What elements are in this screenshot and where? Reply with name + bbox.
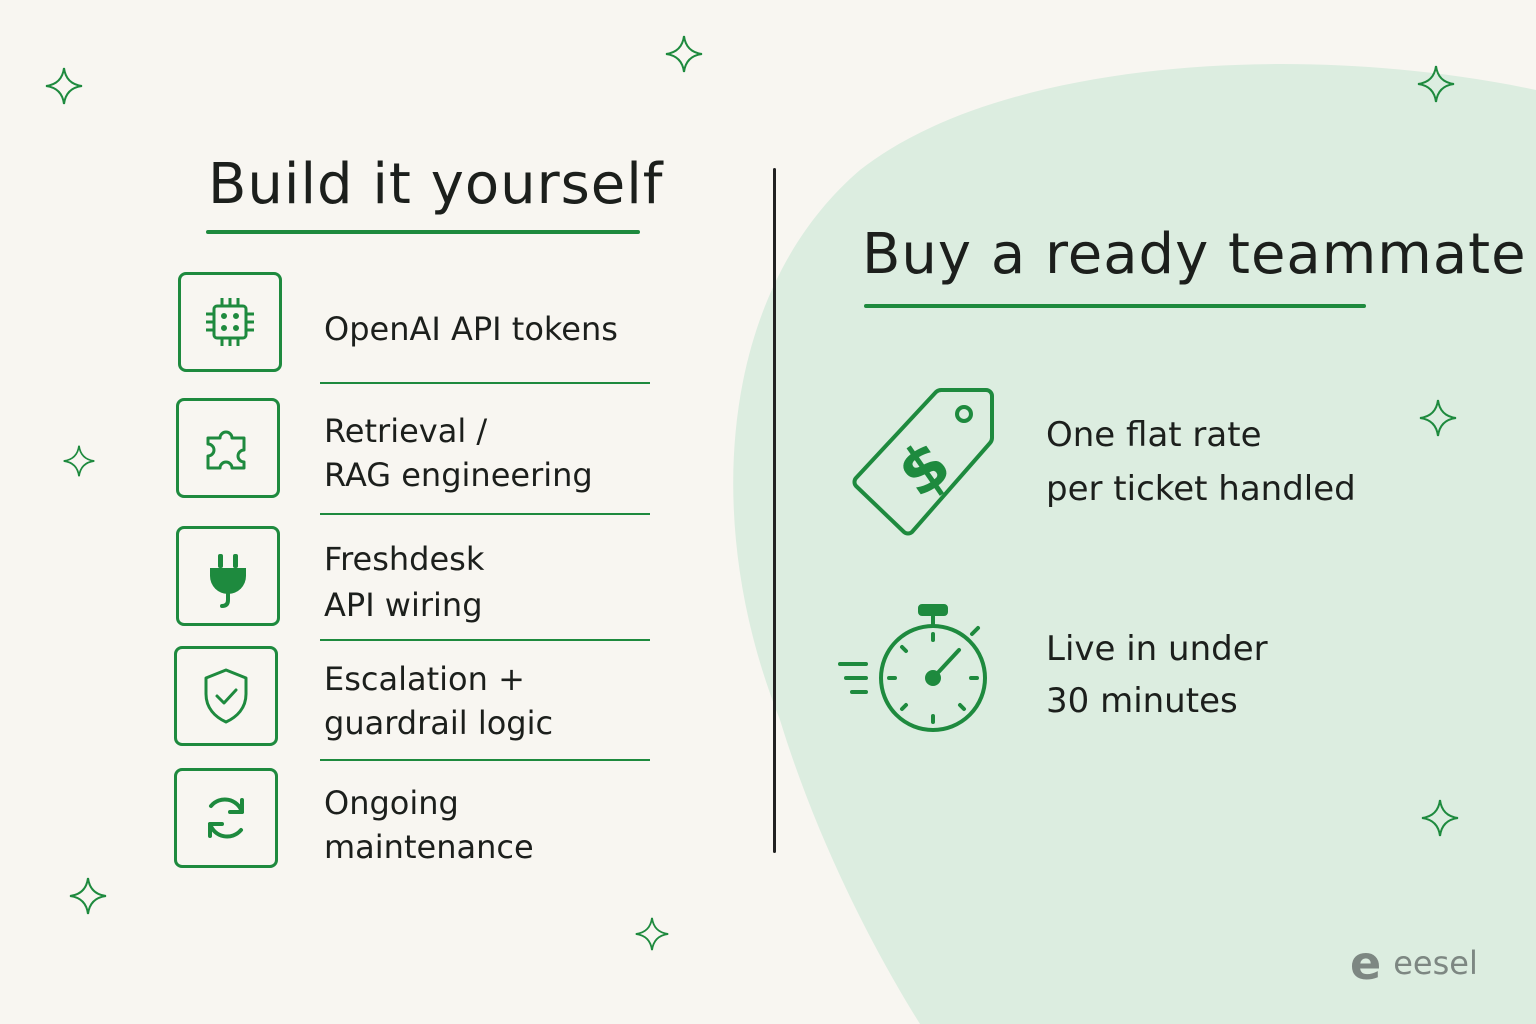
chip-icon bbox=[206, 298, 254, 346]
refresh-icon bbox=[208, 797, 244, 839]
right-heading: Buy a ready teammate bbox=[862, 222, 1527, 287]
right-item-label: per ticket handled bbox=[1046, 469, 1356, 509]
left-heading: Build it yourself bbox=[208, 152, 664, 217]
item-label: OpenAI API tokens bbox=[324, 310, 618, 348]
right-heading-underline bbox=[864, 304, 1366, 308]
brand-mark-icon: e bbox=[1350, 936, 1382, 990]
chip-icon-box bbox=[178, 272, 282, 372]
sparkle-icon bbox=[635, 917, 669, 951]
item-label: Retrieval / bbox=[324, 412, 488, 450]
sparkle-icon bbox=[1421, 799, 1459, 837]
plug-icon bbox=[210, 554, 246, 608]
item-label: maintenance bbox=[324, 828, 534, 866]
item-label: guardrail logic bbox=[324, 704, 554, 742]
right-item-label: Live in under bbox=[1046, 629, 1268, 669]
right-item-label: One flat rate bbox=[1046, 415, 1262, 455]
sparkle-icon bbox=[63, 445, 95, 477]
item-label: Escalation + bbox=[324, 660, 525, 698]
right-item-label: 30 minutes bbox=[1046, 681, 1238, 721]
brand-name: eesel bbox=[1393, 944, 1478, 982]
shield-check-icon bbox=[204, 668, 248, 724]
row-divider bbox=[320, 759, 650, 761]
puzzle-icon bbox=[206, 430, 246, 470]
refresh-icon-box bbox=[174, 768, 278, 868]
puzzle-icon-box bbox=[176, 398, 280, 498]
row-divider bbox=[320, 382, 650, 384]
item-label: Freshdesk bbox=[324, 540, 485, 578]
sparkle-icon bbox=[665, 35, 703, 73]
sparkle-icon bbox=[69, 877, 107, 915]
item-label: RAG engineering bbox=[324, 456, 593, 494]
price-tag-icon: $ bbox=[852, 387, 994, 536]
sparkle-icon bbox=[45, 67, 83, 105]
left-heading-underline bbox=[206, 230, 640, 234]
plug-icon-box bbox=[176, 526, 280, 626]
row-divider bbox=[320, 513, 650, 515]
center-divider bbox=[773, 168, 776, 853]
row-divider bbox=[320, 639, 650, 641]
brand-logo: e eesel bbox=[1350, 936, 1478, 990]
shield-icon-box bbox=[174, 646, 278, 746]
item-label: API wiring bbox=[324, 586, 483, 624]
sparkle-icon bbox=[1419, 399, 1457, 437]
sparkle-icon bbox=[1417, 65, 1455, 103]
svg-text:$: $ bbox=[885, 426, 964, 512]
item-label: Ongoing bbox=[324, 784, 459, 822]
stopwatch-icon bbox=[838, 604, 987, 732]
